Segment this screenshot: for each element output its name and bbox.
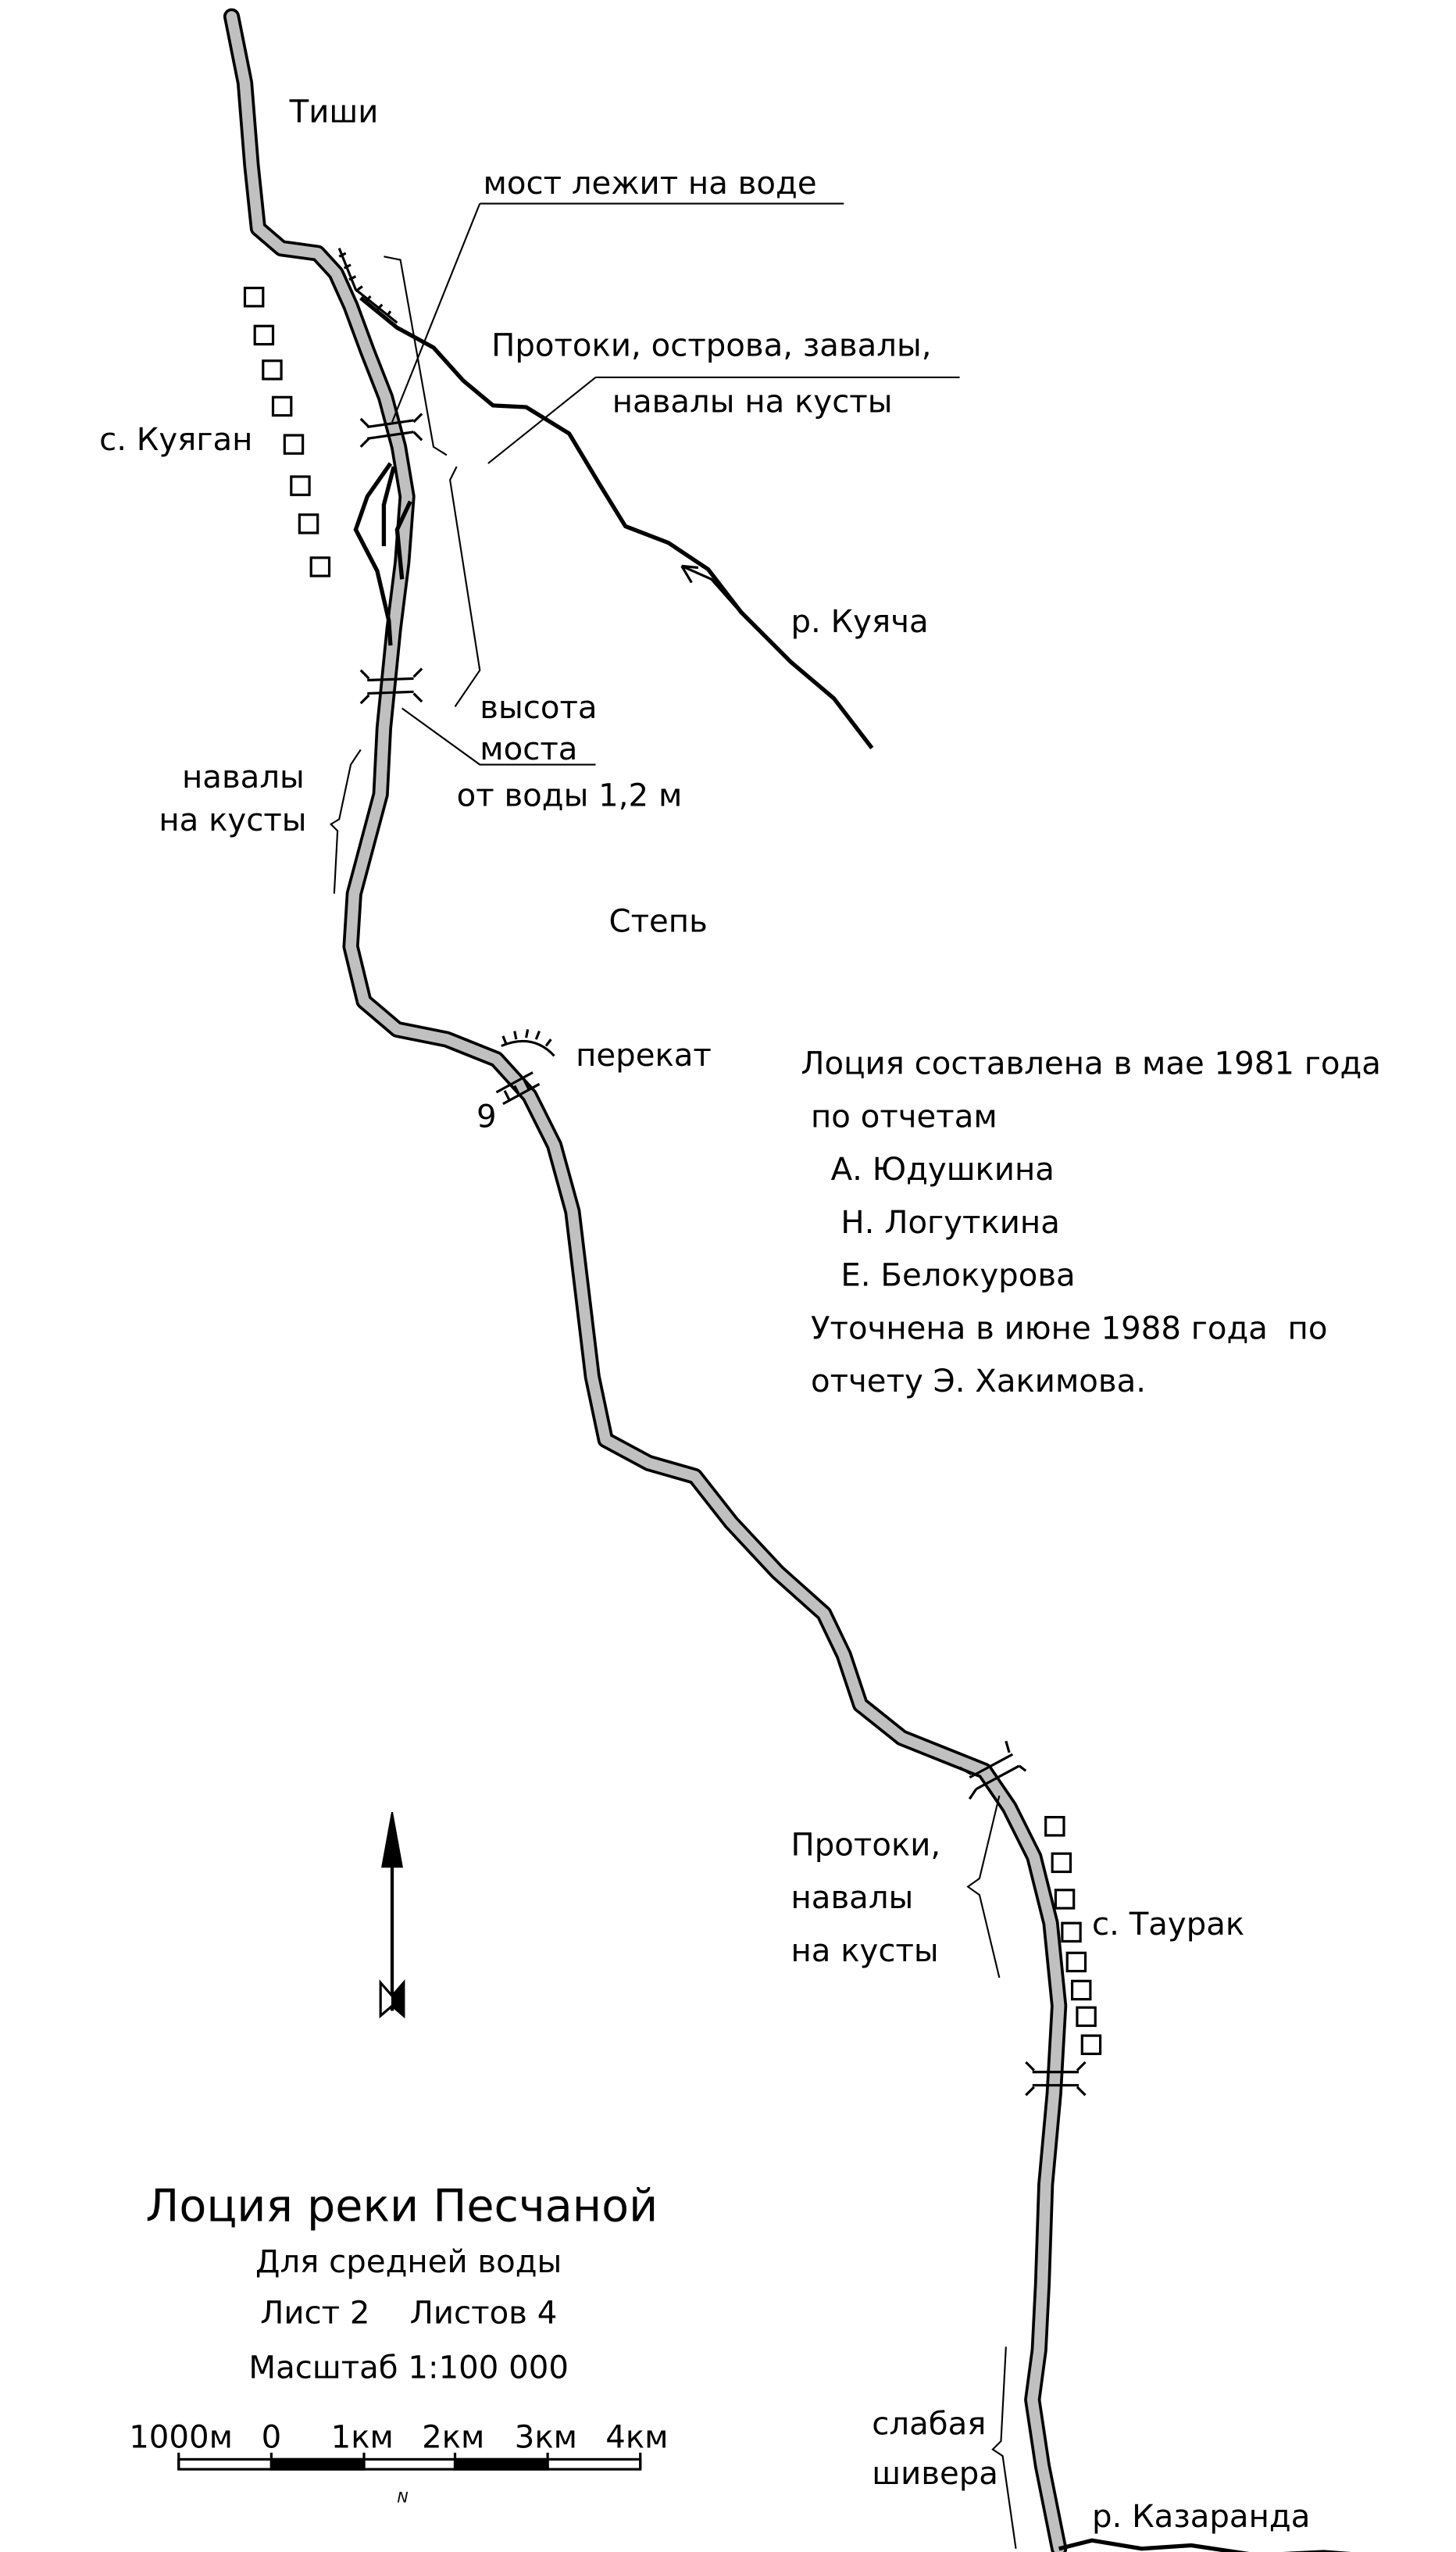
village-kuyagan-houses	[243, 286, 331, 577]
flow-arrow-icon	[680, 564, 737, 609]
label-village-taurak: с. Таурак	[1092, 1907, 1244, 1943]
scale-label: 3км	[515, 2420, 577, 2456]
label-village-kuyagan: с. Куяган	[99, 422, 252, 458]
map-sheet: Лист 2 Листов 4	[260, 2296, 557, 2332]
label-navaly-1: навалы	[182, 760, 305, 795]
north-arrow-icon	[379, 1812, 405, 2019]
map-scale: Масштаб 1:100 000	[248, 2350, 569, 2386]
label-bridge-height-2: моста	[480, 731, 577, 767]
label-channels-b1: Протоки,	[790, 1827, 940, 1863]
credits-line: отчету Э. Хакимова.	[801, 1364, 1146, 1399]
village-taurak-houses	[1044, 1816, 1102, 2056]
label-bridge-on-water: мост лежит на воде	[484, 166, 817, 202]
label-channels-b3: на кусты	[790, 1933, 938, 1969]
label-km-9: 9	[476, 1099, 497, 1135]
credits-line: Уточнена в июне 1988 года по	[801, 1310, 1327, 1346]
credits-line: А. Юдушкина	[801, 1152, 1055, 1188]
leader-lines	[329, 202, 1017, 2549]
scale-label: 4км	[605, 2420, 668, 2456]
map-subtitle: Для средней воды	[255, 2244, 562, 2280]
rapid-marker	[495, 1029, 555, 1106]
label-steppe: Степь	[608, 903, 707, 939]
label-navaly-2: на кусты	[159, 802, 306, 838]
label-shivera-2: шивера	[872, 2456, 998, 2492]
side-channels	[353, 462, 412, 646]
scale-label: 1000м	[129, 2420, 233, 2456]
label-channels-b2: навалы	[790, 1880, 913, 1916]
scale-label: 1км	[331, 2420, 394, 2456]
river-kuyacha	[359, 296, 874, 749]
label-channels-1: Протоки, острова, завалы,	[491, 327, 931, 363]
map-title: Лоция реки Песчаной	[145, 2180, 658, 2232]
label-bridge-height-1: высота	[480, 690, 597, 726]
label-bridge-height-3: от воды 1,2 м	[457, 777, 683, 813]
label-channels-2: навалы на кусты	[612, 384, 893, 420]
credits-line: Н. Логуткина	[801, 1205, 1060, 1241]
label-river-kazaranda: р. Казаранда	[1092, 2499, 1310, 2535]
scale-label: 0	[262, 2420, 282, 2456]
label-river-kuyacha: р. Куяча	[790, 604, 928, 640]
scale-bar-labels: 1000м 0 1км 2км 3км 4км	[129, 2420, 668, 2456]
steep-bank-hatch	[337, 248, 398, 324]
river-peschanaya	[223, 8, 1068, 2552]
label-shivera-1: слабая	[872, 2407, 986, 2443]
credits-line: по отчетам	[801, 1099, 997, 1135]
north-symbol: N	[397, 2489, 408, 2506]
credits-line: Е. Белокурова	[801, 1258, 1075, 1294]
label-rapid: перекат	[576, 1038, 712, 1074]
credits-block: Лоция составлена в мае 1981 года по отче…	[801, 1046, 1381, 1400]
scale-label: 2км	[422, 2420, 484, 2456]
river-kazaranda	[1058, 2538, 1351, 2552]
credits-line: Лоция составлена в мае 1981 года	[801, 1046, 1381, 1082]
label-tishi: Тиши	[289, 95, 379, 130]
bridges	[359, 413, 1087, 2096]
scale-bar	[177, 2452, 642, 2471]
